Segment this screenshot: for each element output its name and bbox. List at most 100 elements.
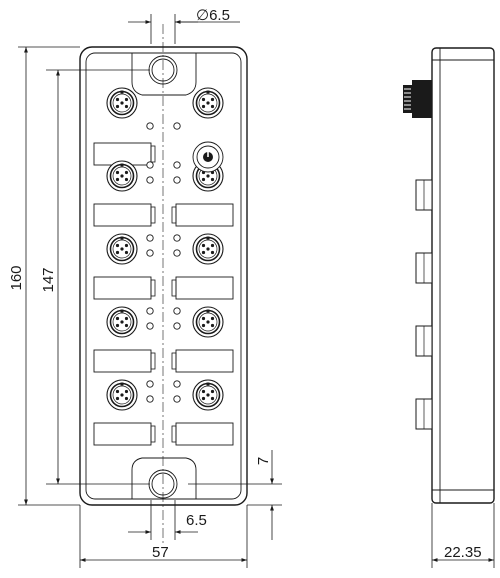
connector-pin [124,243,129,248]
m12-connector-face [112,166,132,186]
status-led [146,395,154,403]
connector-pin [210,396,215,401]
hole-spacing-label: 6.5 [186,512,207,529]
connector-pin [210,104,215,109]
connector-pin [201,104,206,109]
side-port [415,179,433,211]
m12-connector-face [112,93,132,113]
connector-pin [201,323,206,328]
connector-key [206,309,210,313]
overall-height-label: 160 [8,265,25,290]
mounting-height-label: 147 [40,267,57,292]
status-led [173,122,181,130]
status-led [173,307,181,315]
connector-pin [210,250,215,255]
connector-pin [115,104,120,109]
side-view [403,47,495,504]
marking-label [93,276,152,300]
connector-pin [206,393,210,397]
connector-pin [210,316,215,321]
label-tab [171,425,177,443]
connector-pin [124,170,129,175]
m12-connector-face [198,312,218,332]
label-tab [171,352,177,370]
connector-pin [201,97,206,102]
connector-key [120,236,124,240]
connector-r3-c2 [192,233,224,265]
connector-pin [120,174,124,178]
connector-r3-c1 [106,233,138,265]
m12-connector-face [112,312,132,332]
marking-label [175,422,234,446]
hole-diameter-label: ∅6.5 [196,7,230,24]
connector-pin [206,101,210,105]
side-port [415,252,433,284]
status-led [146,161,154,169]
connector-pin [124,389,129,394]
connector-nut [403,85,412,113]
connector-pin [115,316,120,321]
status-led [173,161,181,169]
label-tab [150,145,156,163]
connector-r4-c2 [192,306,224,338]
connector-pin [210,177,215,182]
label-tab [150,279,156,297]
label-tab [150,352,156,370]
label-tab [150,206,156,224]
rotary-switch-ring [196,145,220,169]
connector-pin [120,393,124,397]
connector-pin [206,247,210,251]
marking-label [93,422,152,446]
connector-r1-c1 [106,87,138,119]
connector-pin [115,243,120,248]
connector-pin [120,320,124,324]
connector-pin [201,177,206,182]
side-port [415,325,433,357]
label-tab [150,425,156,443]
status-led [173,380,181,388]
label-tab [171,279,177,297]
connector-pin [124,396,129,401]
m12-connector-face [198,239,218,259]
front-view [79,24,248,545]
connector-pin [124,97,129,102]
marking-label [175,276,234,300]
connector-pin [115,177,120,182]
status-led [146,122,154,130]
connector-pin [115,396,120,401]
overall-width-label: 57 [152,544,169,561]
marking-label [93,349,152,373]
connector-pin [206,320,210,324]
connector-pin [201,316,206,321]
side-housing [431,47,495,504]
connector-key [120,382,124,386]
connector-key [120,309,124,313]
bottom-mounting-ear [131,457,197,499]
connector-pin [206,174,210,178]
connector-key [206,382,210,386]
connector-pin [124,177,129,182]
connector-r5-c1 [106,379,138,411]
status-led [173,234,181,242]
connector-pin [120,247,124,251]
status-led [146,234,154,242]
connector-pin [210,243,215,248]
connector-pin [124,323,129,328]
status-led [173,249,181,257]
top-mounting-ear [131,53,197,96]
connector-grid [93,87,234,446]
connector-pin [210,97,215,102]
connector-key [120,90,124,94]
marking-label [93,203,152,227]
rotary-switch [192,141,224,173]
connector-r2-c1 [106,160,138,192]
connector-pin [124,316,129,321]
side-port [415,398,433,430]
side-port-group [415,179,433,430]
connector-pin [201,243,206,248]
connector-pin [201,389,206,394]
connector-pin [115,323,120,328]
connector-r5-c2 [192,379,224,411]
marking-label [175,349,234,373]
connector-pin [124,104,129,109]
